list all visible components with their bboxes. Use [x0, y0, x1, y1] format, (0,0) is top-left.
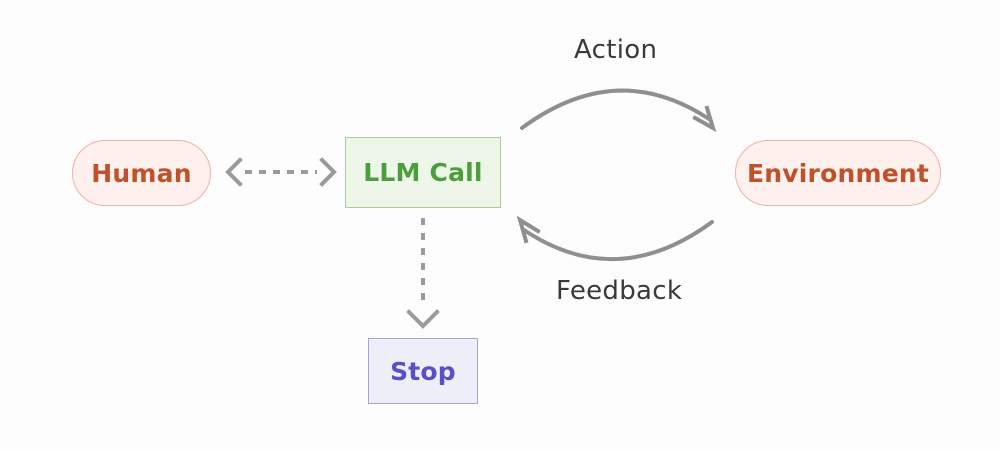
node-human[interactable]: Human [72, 140, 211, 206]
node-human-label: Human [91, 158, 192, 188]
feedback-arrowhead-icon [516, 215, 541, 244]
edge-label-action: Action [574, 35, 658, 65]
node-llm-call[interactable]: LLM Call [345, 137, 501, 208]
node-stop[interactable]: Stop [368, 338, 478, 404]
edge-action [520, 88, 717, 133]
human-llm-left-arrowhead-icon [225, 157, 243, 187]
node-stop-label: Stop [390, 356, 456, 386]
edge-human-llm [225, 157, 337, 187]
edge-feedback [516, 215, 714, 262]
llm-stop-arrowhead-icon [406, 309, 440, 329]
node-environment[interactable]: Environment [735, 140, 941, 206]
action-arrowhead-icon [692, 105, 717, 133]
human-llm-right-arrowhead-icon [319, 157, 337, 187]
edge-label-feedback: Feedback [556, 276, 683, 306]
action-arc-path [520, 88, 711, 130]
node-environment-label: Environment [747, 158, 929, 188]
edge-llm-stop [406, 218, 440, 329]
feedback-arc-path [522, 220, 714, 262]
node-llm-call-label: LLM Call [363, 158, 483, 187]
